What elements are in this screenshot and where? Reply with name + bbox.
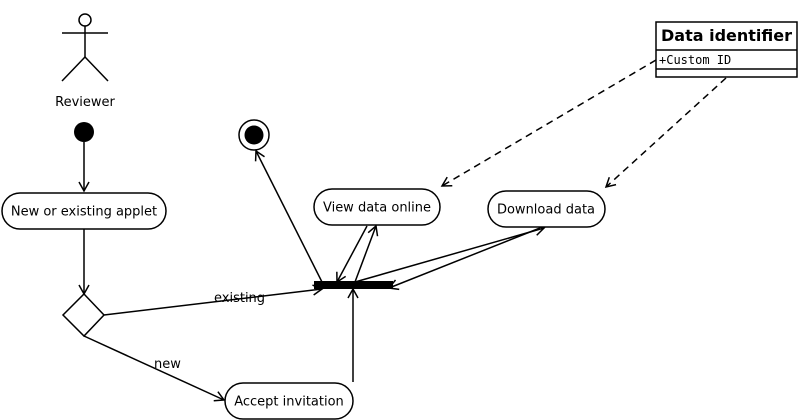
activity-shape	[313, 188, 441, 226]
activity-label: View data online	[323, 201, 431, 216]
activity-accept-invitation[interactable]: Accept invitation	[224, 382, 354, 420]
edge-existing[interactable]	[103, 284, 324, 316]
edge-fork-to-download[interactable]	[354, 224, 546, 283]
activity-new-or-existing-applet[interactable]: New or existing applet	[1, 192, 167, 230]
class-data-identifier[interactable]: Data identifier +Custom ID	[655, 21, 798, 78]
decision-node[interactable]	[61, 292, 106, 338]
actor-reviewer[interactable]: Reviewer	[55, 13, 116, 110]
initial-node[interactable]	[74, 122, 94, 142]
activity-download-data[interactable]: Download data	[487, 190, 606, 228]
edge-view-to-fork[interactable]	[336, 225, 368, 284]
edge-new[interactable]	[83, 335, 226, 402]
activity-view-data-online[interactable]: View data online	[313, 188, 441, 226]
activity-label: Accept invitation	[234, 395, 344, 410]
actor-label: Reviewer	[55, 95, 115, 110]
edge-fork-to-view[interactable]	[354, 224, 379, 283]
dependency-to-view-online[interactable]	[440, 59, 657, 187]
activity-shape	[1, 192, 167, 230]
activity-shape	[487, 190, 606, 228]
activity-shape	[224, 382, 354, 420]
actor-left-leg	[61, 56, 86, 82]
fork-join-bar[interactable]	[314, 281, 393, 289]
final-node-inner	[244, 125, 264, 145]
final-node[interactable]	[238, 119, 270, 151]
activity-label: Download data	[497, 203, 595, 218]
actor-head-icon	[78, 13, 92, 27]
activity-label: New or existing applet	[11, 205, 157, 220]
class-box-title: Data identifier	[661, 26, 792, 45]
edge-label-new: new	[154, 357, 181, 372]
dependency-to-download[interactable]	[604, 77, 727, 189]
edge-label-existing: existing	[214, 291, 265, 306]
edge-fork-to-final[interactable]	[254, 149, 323, 283]
class-box-attribute: +Custom ID	[659, 53, 731, 67]
actor-right-leg	[84, 56, 109, 82]
edge-download-to-fork[interactable]	[387, 227, 541, 291]
